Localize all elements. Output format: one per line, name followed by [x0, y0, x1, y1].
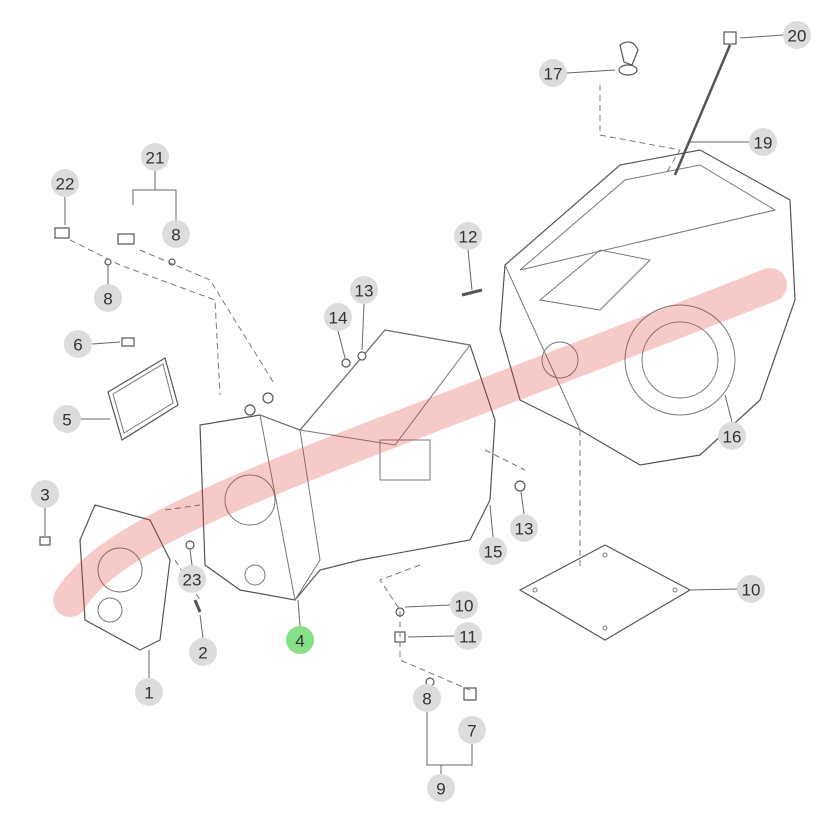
- leader-lines: [44, 34, 784, 774]
- callout-circle: [718, 422, 746, 450]
- callout-label: 8: [171, 226, 180, 245]
- gasket-plate: [107, 357, 179, 441]
- callout-circle: [162, 220, 190, 248]
- callout-11: 11: [454, 622, 482, 650]
- callout-12: 12: [454, 222, 482, 250]
- callout-label: 14: [329, 309, 348, 328]
- callout-label: 5: [62, 411, 71, 430]
- transmission-housing: [199, 329, 496, 602]
- callout-circle: [783, 21, 811, 49]
- front-cover: [79, 504, 171, 651]
- callout-5: 5: [53, 405, 81, 433]
- callout-circle: [454, 222, 482, 250]
- callout-label: 13: [515, 520, 534, 539]
- bottom-cover-plate: [518, 544, 692, 641]
- callout-label: 20: [788, 27, 807, 46]
- callout-circle: [450, 591, 478, 619]
- callout-13: 13: [350, 276, 378, 304]
- callout-label: 19: [754, 134, 773, 153]
- callout-15: 15: [479, 537, 507, 565]
- callout-circle: [350, 276, 378, 304]
- callout-14: 14: [324, 303, 352, 331]
- callout-circle: [53, 405, 81, 433]
- callout-10: 10: [450, 591, 478, 619]
- callout-circle: [64, 330, 92, 358]
- callout-label: 10: [455, 597, 474, 616]
- callout-8: 8: [413, 684, 441, 712]
- callout-23: 23: [178, 565, 206, 593]
- callout-circle: [737, 575, 765, 603]
- callout-circle: [427, 774, 455, 802]
- callout-9: 9: [427, 774, 455, 802]
- callout-label: 12: [459, 228, 478, 247]
- callout-6: 6: [64, 330, 92, 358]
- callout-label: 17: [544, 65, 563, 84]
- callout-label: 6: [73, 336, 82, 355]
- callout-8: 8: [94, 284, 122, 312]
- callout-circle: [94, 284, 122, 312]
- callout-19: 19: [749, 128, 777, 156]
- callout-label: 15: [484, 543, 503, 562]
- callout-circle: [510, 514, 538, 542]
- callout-label: 1: [144, 684, 153, 703]
- callout-17: 17: [539, 59, 567, 87]
- callout-label: 16: [723, 428, 742, 447]
- callout-circle: [51, 169, 79, 197]
- callout-20: 20: [783, 21, 811, 49]
- callout-circle: [454, 622, 482, 650]
- callout-label: 11: [459, 628, 477, 647]
- callout-label: 3: [40, 486, 49, 505]
- callout-circle: [539, 59, 567, 87]
- breather: [619, 41, 639, 66]
- callout-22: 22: [51, 169, 79, 197]
- callout-13: 13: [510, 514, 538, 542]
- callout-label: 21: [146, 149, 165, 168]
- callout-label: 4: [295, 632, 304, 651]
- callout-16: 16: [718, 422, 746, 450]
- callout-label: 9: [436, 780, 445, 799]
- callout-1: 1: [135, 678, 163, 706]
- callout-circle: [749, 128, 777, 156]
- callout-circle: [141, 143, 169, 171]
- callout-2: 2: [189, 638, 217, 666]
- callout-label: 7: [467, 722, 476, 741]
- callout-circle: [479, 537, 507, 565]
- callout-8: 8: [162, 220, 190, 248]
- callout-7: 7: [458, 716, 486, 744]
- callout-label: 2: [198, 644, 207, 663]
- callout-circle: [286, 626, 314, 654]
- dipstick: [673, 44, 732, 176]
- callout-label: 22: [56, 175, 75, 194]
- callout-3: 3: [31, 480, 59, 508]
- callout-circle: [413, 684, 441, 712]
- callout-circle: [324, 303, 352, 331]
- callout-label: 10: [742, 581, 761, 600]
- callout-label: 8: [422, 690, 431, 709]
- callout-circle: [189, 638, 217, 666]
- callout-circle: [458, 716, 486, 744]
- callout-circle: [178, 565, 206, 593]
- callout-circle: [135, 678, 163, 706]
- callout-label: 8: [103, 290, 112, 309]
- callout-4: 4: [286, 626, 314, 654]
- callout-label: 13: [355, 282, 374, 301]
- callout-21: 21: [141, 143, 169, 171]
- callout-label: 23: [183, 571, 202, 590]
- watermark: [53, 268, 787, 617]
- callout-10: 10: [737, 575, 765, 603]
- callout-circle: [31, 480, 59, 508]
